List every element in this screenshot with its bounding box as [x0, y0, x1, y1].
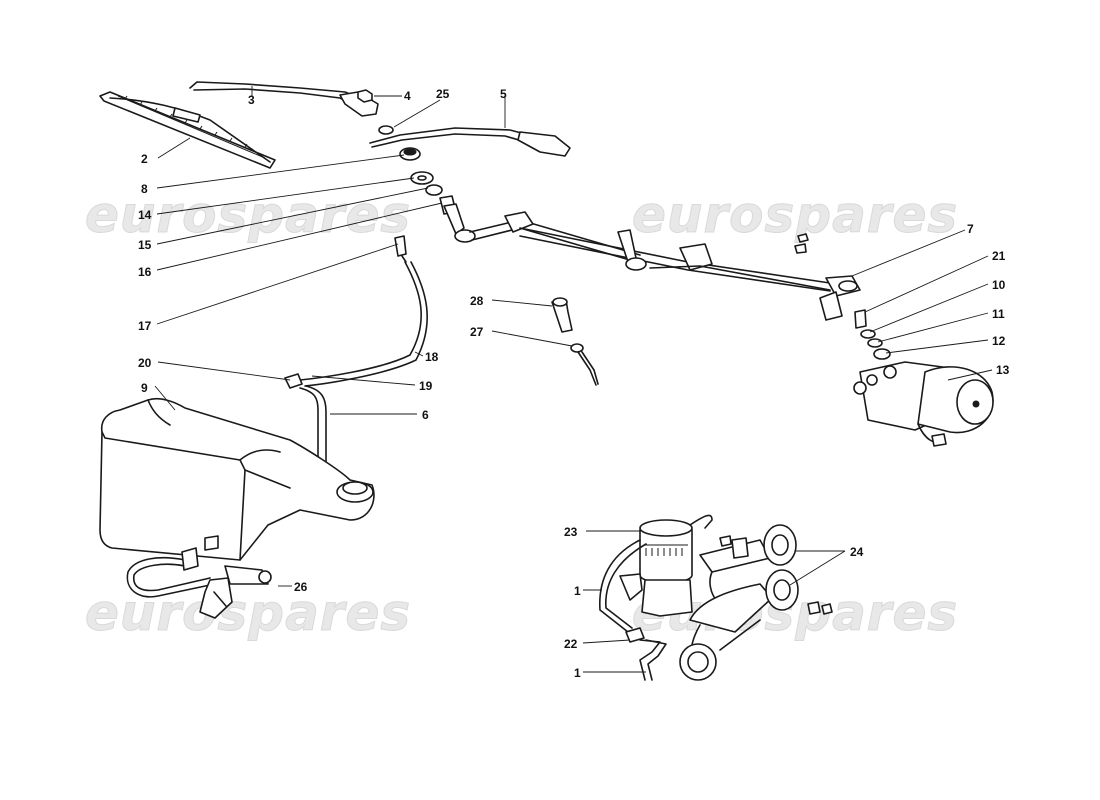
callout-28: 28: [470, 294, 484, 308]
callout-10: 10: [992, 278, 1006, 292]
callout-18: 18: [425, 350, 439, 364]
washer-11: [867, 338, 883, 348]
callout-21: 21: [992, 249, 1006, 263]
horn-compressor: [619, 514, 713, 617]
callout-16: 16: [138, 265, 152, 279]
tank-hose: [299, 385, 327, 471]
washer-reservoir: [99, 397, 375, 561]
callout-19: 19: [419, 379, 433, 393]
watermark-group: eurospares eurospares eurospares eurospa…: [85, 186, 958, 643]
callout-26: 26: [294, 580, 308, 594]
callout-24: 24: [850, 545, 864, 559]
callout-27: 27: [470, 325, 484, 339]
callout-12: 12: [992, 334, 1006, 348]
callout-14: 14: [138, 208, 152, 222]
callout-13: 13: [996, 363, 1010, 377]
callout-8: 8: [141, 182, 148, 196]
washer-10: [860, 329, 876, 339]
jet-27: [570, 343, 599, 386]
callout-25: 25: [436, 87, 450, 101]
callout-17: 17: [138, 319, 152, 333]
callout-15: 15: [138, 238, 152, 252]
washer-pump: [126, 547, 272, 619]
callout-9: 9: [141, 381, 148, 395]
callout-4: 4: [404, 89, 411, 103]
wiper-blade: [99, 91, 276, 169]
watermark-bottom-left: eurospares: [85, 584, 411, 642]
motor-fasteners: [854, 309, 891, 360]
wiper-arm-left: [189, 81, 379, 117]
watermark-top-right: eurospares: [632, 186, 958, 244]
spindle-stack: [399, 147, 457, 215]
bolt-21: [854, 309, 867, 329]
callout-3: 3: [248, 93, 255, 107]
nut-12: [873, 348, 891, 360]
horn-hoses: [599, 539, 667, 681]
wiper-linkage: [443, 203, 861, 321]
callout-2: 2: [141, 152, 148, 166]
nut-4: [357, 89, 373, 103]
callout-7: 7: [967, 222, 974, 236]
callout-1-upper: 1: [574, 584, 581, 598]
callout-6: 6: [422, 408, 429, 422]
callout-11: 11: [992, 307, 1005, 321]
washer-hose: [299, 261, 428, 387]
washer-nozzle: [394, 235, 407, 263]
fitting-28: [551, 297, 573, 333]
callout-23: 23: [564, 525, 578, 539]
leader-lines: [154, 86, 993, 673]
horns: [679, 524, 833, 681]
callout-20: 20: [138, 356, 152, 370]
callout-5: 5: [500, 87, 507, 101]
wiper-arm-right: [369, 127, 571, 157]
nut-15: [425, 184, 443, 196]
callout-labels: 2 3 4 25 5 8 14 15 16 17 20 18 19 6 9 7 …: [138, 87, 1010, 680]
wiper-motor: [853, 361, 994, 447]
washer-25: [378, 125, 394, 135]
watermark-top-left: eurospares: [85, 186, 411, 244]
hose-connector: [284, 373, 303, 389]
callout-1-lower: 1: [574, 666, 581, 680]
callout-22: 22: [564, 637, 578, 651]
